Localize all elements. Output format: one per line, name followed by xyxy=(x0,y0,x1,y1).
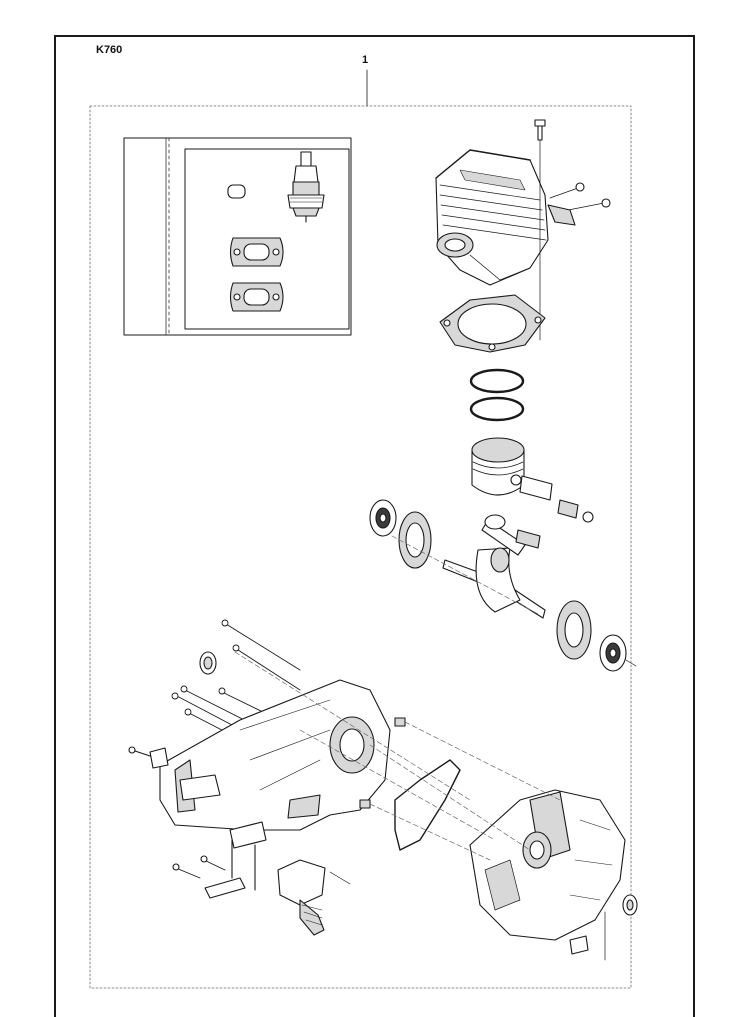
left-main-bearing xyxy=(369,499,397,537)
right-main-bearing xyxy=(599,634,627,672)
decomp-bracket xyxy=(229,821,267,891)
crankcase-bolts xyxy=(171,619,301,761)
gasket-kit-inset xyxy=(123,137,352,336)
crankshaft xyxy=(442,514,546,619)
circlip xyxy=(582,511,594,523)
cylinder xyxy=(435,149,549,286)
cylinder-bolts xyxy=(547,182,611,226)
callout-number: 1 xyxy=(362,54,369,66)
assembly-boundary xyxy=(89,105,632,989)
cylinder-base-gasket xyxy=(439,294,546,353)
needle-bearing-big-end xyxy=(515,529,541,549)
piston-ring-upper xyxy=(469,368,525,394)
crankcase-gasket xyxy=(394,759,461,851)
spring-bracket xyxy=(277,859,351,936)
plug-screw xyxy=(569,911,606,961)
model-label: K760 xyxy=(96,44,123,56)
crankcase-right-half xyxy=(469,789,626,941)
exhaust-gasket-lower xyxy=(229,282,284,312)
spark-plug xyxy=(287,151,325,223)
crank-axis-leader xyxy=(625,659,637,667)
needle-bearing-small-end xyxy=(557,499,579,519)
top-screw xyxy=(534,119,546,141)
bracket-small xyxy=(128,746,169,769)
assembly-leaders xyxy=(234,535,561,861)
seal-left xyxy=(199,651,217,675)
piston-ring-lower xyxy=(469,396,525,422)
left-crankweb xyxy=(398,511,432,569)
o-ring-seal xyxy=(227,184,246,199)
exhaust-gasket-upper xyxy=(229,237,284,267)
seal-right xyxy=(622,894,638,916)
page-frame xyxy=(54,35,695,1017)
wrist-pin xyxy=(519,475,553,501)
crankcase-left-half xyxy=(159,679,391,831)
piston xyxy=(471,437,525,496)
plate-with-screws xyxy=(172,855,246,899)
right-crankweb xyxy=(556,600,592,660)
